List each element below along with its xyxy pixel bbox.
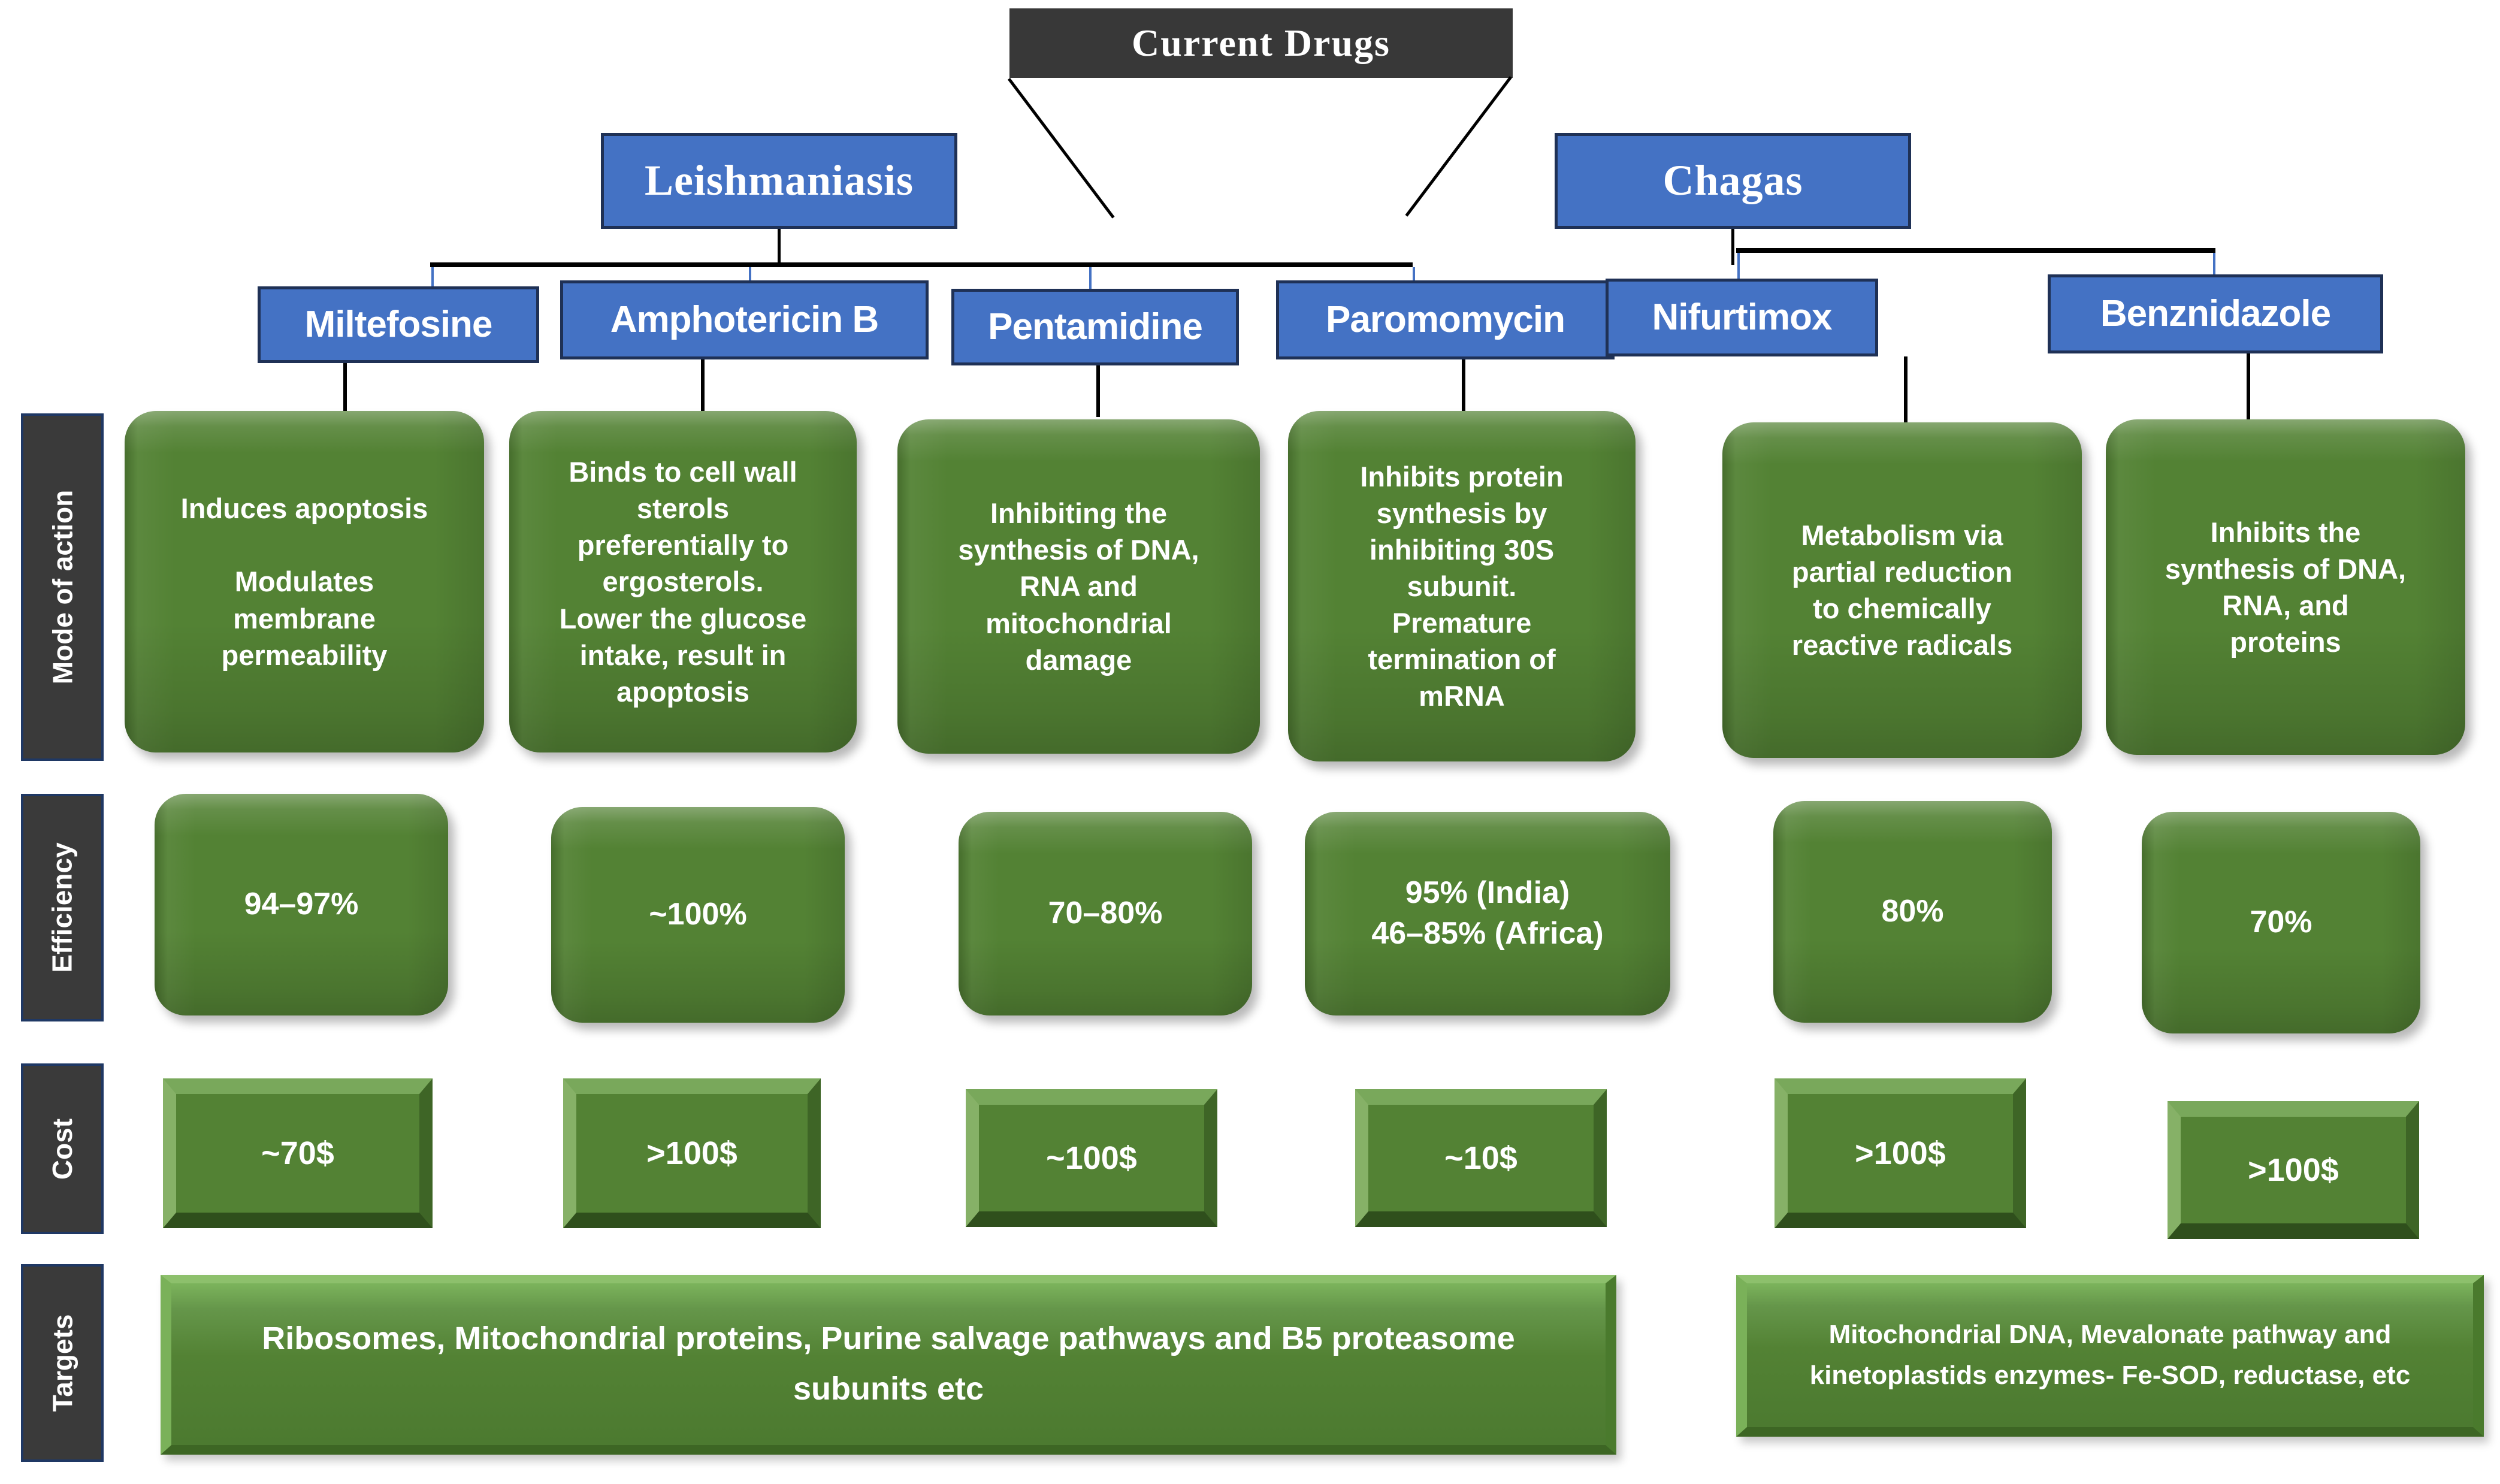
efficiency-amphotericin-b: ~100%	[551, 807, 845, 1023]
connector-paromomycin-stem	[1462, 359, 1465, 411]
cost-text: ~70$	[261, 1135, 334, 1171]
cost-pentamidine: ~100$	[966, 1089, 1217, 1227]
row-label-mode-of-action: Mode of action	[21, 413, 104, 761]
cost-text: >100$	[2248, 1151, 2339, 1188]
drug-node-benznidazole[interactable]: Benznidazole	[2048, 274, 2383, 353]
title-current-drugs: Current Drugs	[1009, 8, 1513, 78]
arrow-stem-amphotericin	[749, 267, 751, 292]
efficiency-nifurtimox: 80%	[1773, 801, 2052, 1023]
disease-node-chagas[interactable]: Chagas	[1555, 133, 1911, 229]
connector-pentamidine-stem	[1096, 365, 1100, 417]
drug-node-nifurtimox[interactable]: Nifurtimox	[1606, 279, 1878, 356]
drug-label: Paromomycin	[1325, 299, 1565, 341]
arrow-stem-miltefosine	[431, 267, 434, 302]
efficiency-miltefosine: 94–97%	[155, 794, 448, 1015]
efficiency-text: 80%	[1881, 894, 1944, 929]
cost-miltefosine: ~70$	[163, 1078, 433, 1228]
arrow-stem-paromomycin	[1413, 267, 1415, 292]
efficiency-pentamidine: 70–80%	[959, 812, 1252, 1015]
connector-leish-bus	[430, 262, 1413, 267]
cost-nifurtimox: >100$	[1775, 1078, 2026, 1228]
title-label: Current Drugs	[1132, 22, 1390, 64]
efficiency-text: 94–97%	[244, 887, 359, 922]
cost-text: >100$	[1855, 1135, 1946, 1171]
connector-miltefosine-stem	[343, 363, 347, 411]
mode-of-action-text: Binds to cell wall sterols preferentiall…	[559, 456, 807, 708]
mode-of-action-pentamidine: Inhibiting the synthesis of DNA, RNA and…	[897, 419, 1260, 754]
connector-amphotericin-stem	[701, 359, 705, 411]
drug-node-pentamidine[interactable]: Pentamidine	[951, 289, 1239, 365]
drug-label: Miltefosine	[304, 304, 493, 346]
cost-amphotericin-b: >100$	[563, 1078, 821, 1228]
drug-label: Pentamidine	[988, 306, 1203, 348]
mode-of-action-miltefosine: Induces apoptosis Modulates membrane per…	[125, 411, 484, 752]
efficiency-text: 70%	[2250, 905, 2312, 940]
cost-paromomycin: ~10$	[1355, 1089, 1607, 1227]
row-label-efficiency: Efficiency	[21, 794, 104, 1021]
mode-of-action-text: Induces apoptosis Modulates membrane per…	[180, 492, 428, 671]
arrow-stem-nifurtimox	[1737, 253, 1740, 285]
drug-label: Amphotericin B	[610, 299, 879, 341]
mode-of-action-text: Inhibiting the synthesis of DNA, RNA and…	[958, 497, 1199, 676]
drug-node-miltefosine[interactable]: Miltefosine	[258, 286, 539, 363]
drug-label: Nifurtimox	[1652, 297, 1833, 338]
row-label-text: Efficiency	[47, 842, 78, 973]
row-label-cost: Cost	[21, 1063, 104, 1234]
arrow-stem-pentamidine	[1089, 267, 1092, 304]
mode-of-action-text: Inhibits the synthesis of DNA, RNA, and …	[2165, 516, 2407, 658]
efficiency-paromomycin: 95% (India) 46–85% (Africa)	[1305, 812, 1670, 1015]
mode-of-action-paromomycin: Inhibits protein synthesis by inhibiting…	[1288, 411, 1636, 761]
cost-text: ~10$	[1444, 1140, 1517, 1176]
connector-title-to-leishmaniasis	[1008, 78, 1115, 219]
mode-of-action-amphotericin-b: Binds to cell wall sterols preferentiall…	[509, 411, 857, 752]
drug-node-paromomycin[interactable]: Paromomycin	[1276, 280, 1615, 359]
drug-node-amphotericin-b[interactable]: Amphotericin B	[560, 280, 929, 359]
targets-leishmaniasis: Ribosomes, Mitochondrial proteins, Purin…	[161, 1275, 1616, 1455]
row-label-text: Mode of action	[47, 489, 78, 685]
row-label-targets: Targets	[21, 1264, 104, 1462]
efficiency-benznidazole: 70%	[2142, 812, 2420, 1033]
connector-chagas-bus	[1736, 248, 2215, 253]
disease-node-leishmaniasis[interactable]: Leishmaniasis	[601, 133, 957, 229]
efficiency-text: 95% (India) 46–85% (Africa)	[1371, 875, 1604, 951]
drug-label: Benznidazole	[2100, 293, 2331, 335]
mode-of-action-benznidazole: Inhibits the synthesis of DNA, RNA, and …	[2106, 419, 2465, 755]
connector-benznidazole-stem	[2247, 353, 2250, 422]
mode-of-action-text: Inhibits protein synthesis by inhibiting…	[1360, 460, 1564, 712]
disease-label: Chagas	[1662, 156, 1803, 205]
efficiency-text: 70–80%	[1048, 896, 1163, 931]
cost-text: >100$	[646, 1135, 737, 1171]
cost-benznidazole: >100$	[2168, 1101, 2419, 1239]
mode-of-action-nifurtimox: Metabolism via partial reduction to chem…	[1722, 422, 2082, 758]
cost-text: ~100$	[1046, 1140, 1137, 1176]
connector-title-to-chagas	[1405, 75, 1512, 217]
arrow-stem-benznidazole	[2213, 253, 2215, 285]
row-label-text: Targets	[47, 1314, 78, 1412]
row-label-text: Cost	[46, 1118, 78, 1180]
targets-text: Mitochondrial DNA, Mevalonate pathway an…	[1809, 1319, 2411, 1390]
disease-label: Leishmaniasis	[644, 156, 914, 205]
connector-nifurtimox-stem	[1904, 356, 1908, 422]
efficiency-text: ~100%	[649, 897, 747, 932]
targets-chagas: Mitochondrial DNA, Mevalonate pathway an…	[1736, 1275, 2484, 1437]
targets-text: Ribosomes, Mitochondrial proteins, Purin…	[262, 1320, 1515, 1407]
mode-of-action-text: Metabolism via partial reduction to chem…	[1791, 519, 2013, 661]
connector-leish-drop	[778, 229, 781, 265]
connector-chagas-drop	[1731, 229, 1734, 265]
